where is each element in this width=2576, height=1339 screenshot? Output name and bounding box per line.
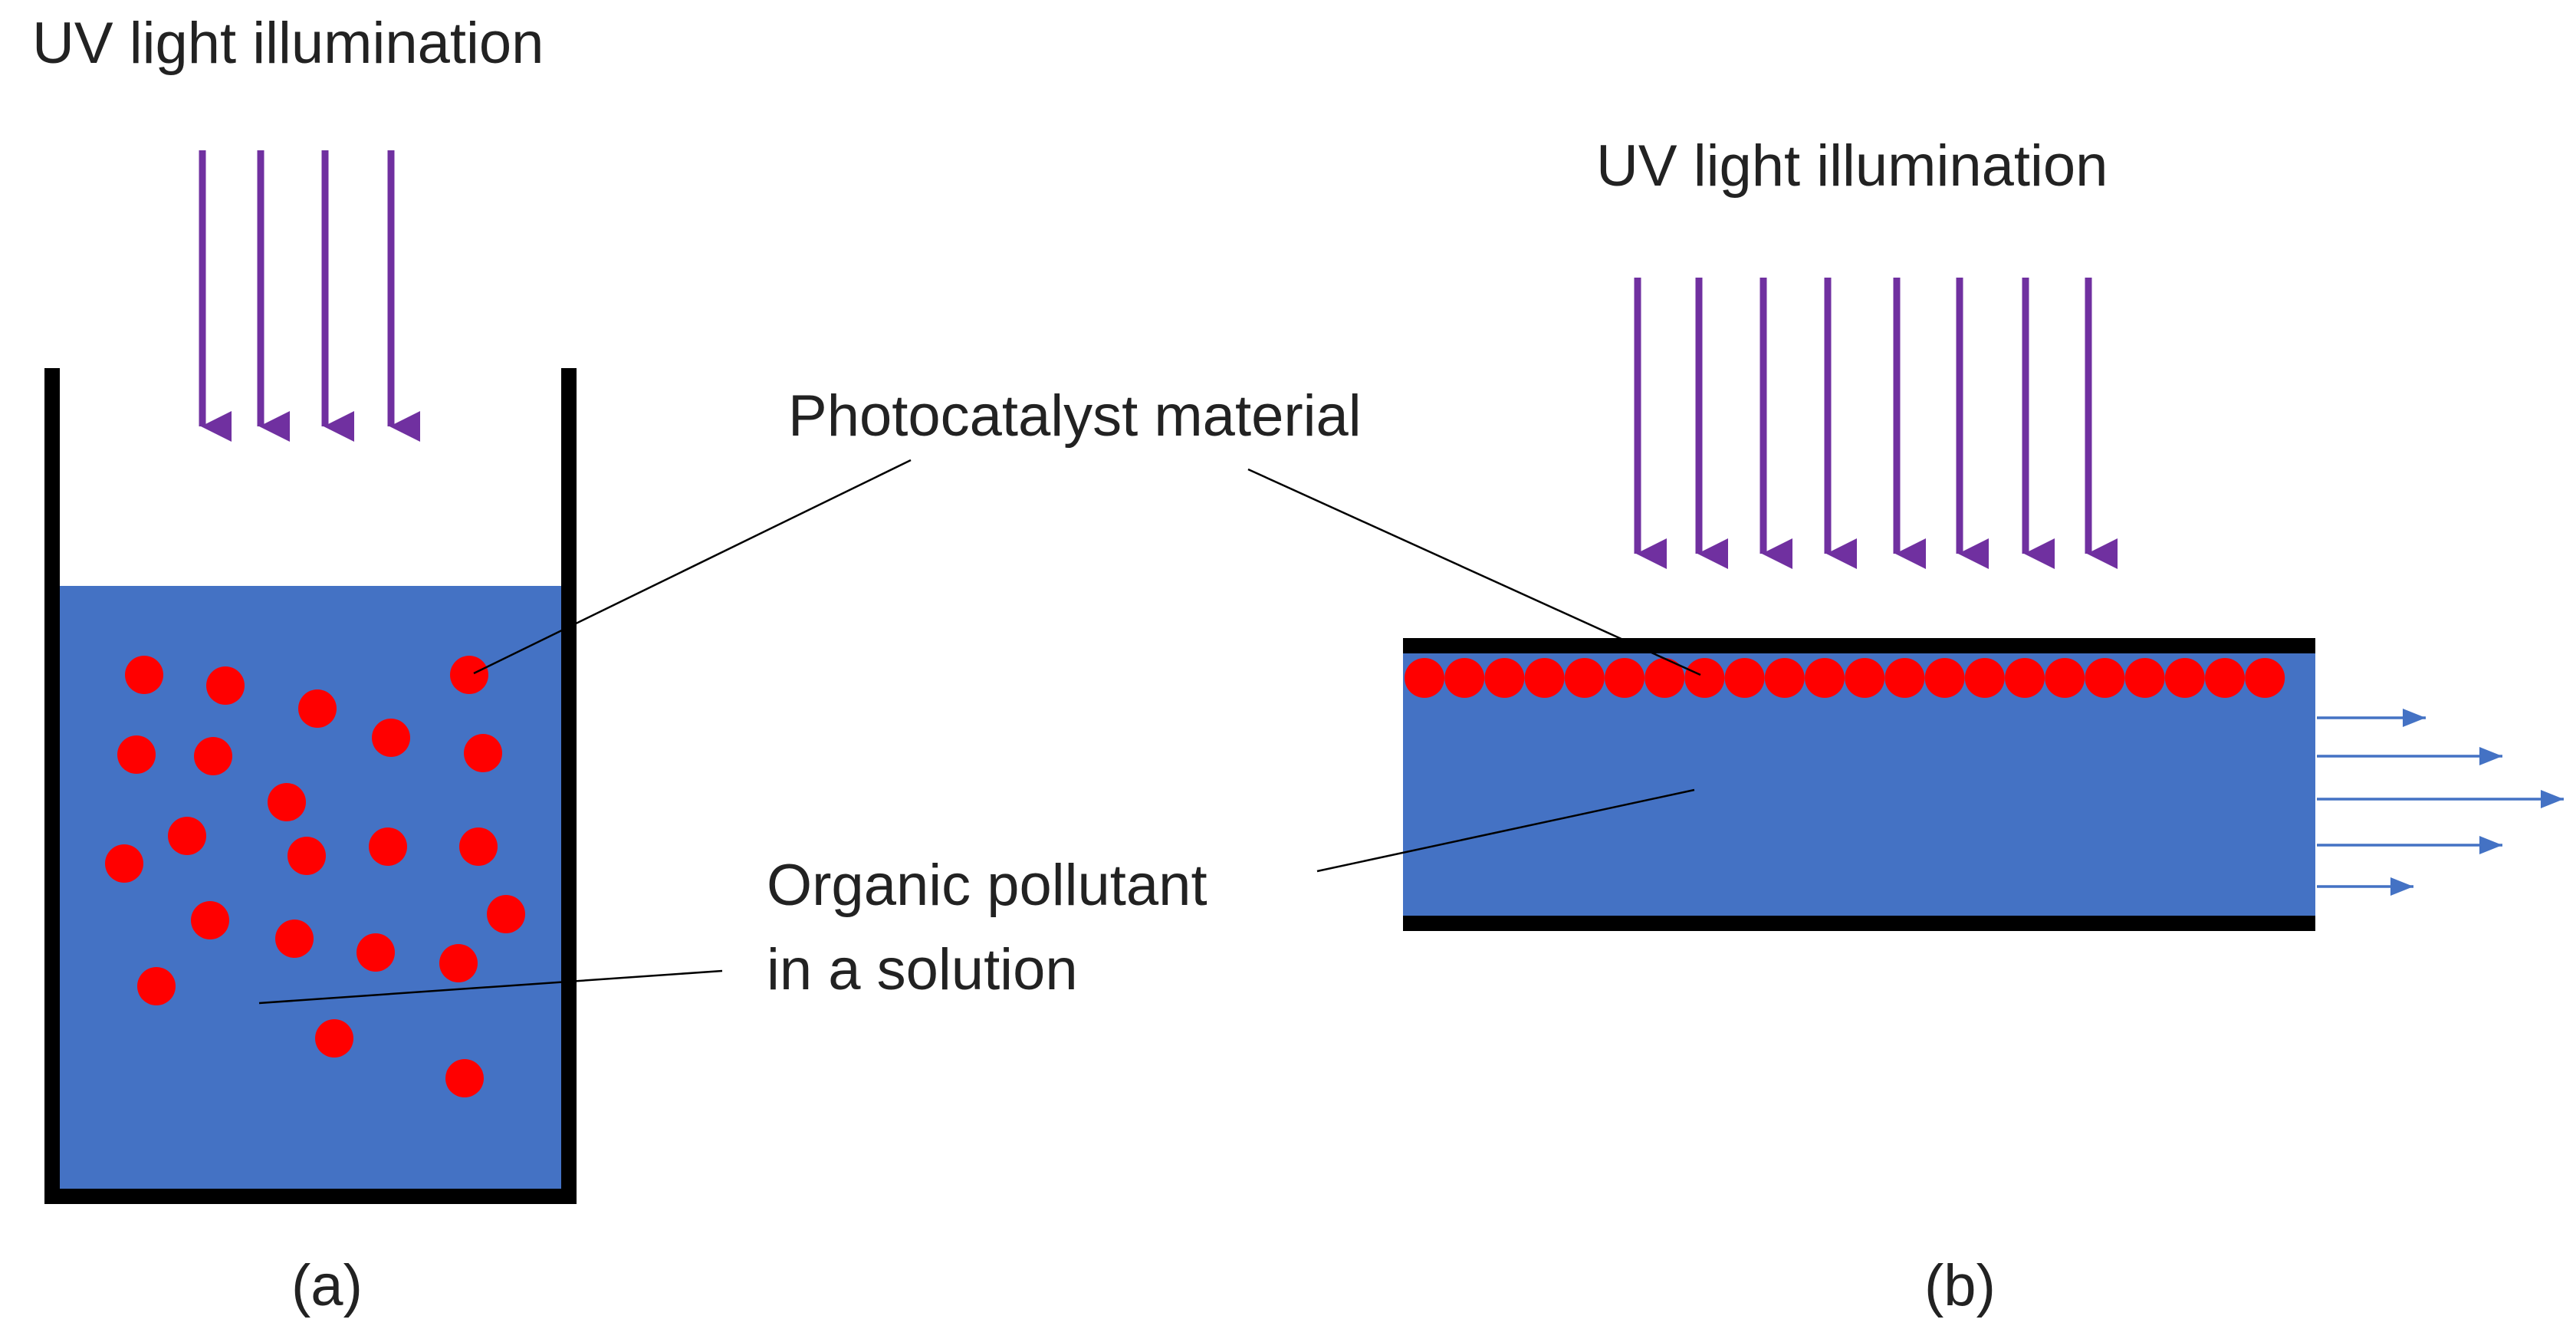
photocatalyst-particle <box>2045 658 2085 698</box>
pollutant-label-line1: Organic pollutant <box>767 853 1208 918</box>
pollutant-leader-b <box>1316 788 1695 873</box>
photocatalyst-particle <box>1805 658 1845 698</box>
pollutant-leader-a <box>258 969 723 1005</box>
photocatalyst-particle <box>1564 658 1605 698</box>
photocatalyst-particle <box>298 689 337 728</box>
photocatalyst-particle <box>2164 658 2205 698</box>
photocatalyst-particle <box>372 719 410 757</box>
photocatalyst-particle <box>1684 658 1725 698</box>
callouts: Photocatalyst material Organic pollutant… <box>258 383 1701 1005</box>
photocatalyst-particle <box>1845 658 1885 698</box>
photocatalyst-particle <box>1764 658 1805 698</box>
photocatalyst-particle <box>168 817 206 855</box>
beaker-wall <box>44 368 577 1204</box>
panel-a-uv-arrows <box>199 150 420 442</box>
panel-a-uv-label: UV light illumination <box>32 11 544 76</box>
photocatalyst-particle <box>1484 658 1525 698</box>
photocatalyst-particle <box>206 666 245 705</box>
panel-a-caption: (a) <box>291 1253 363 1318</box>
photocatalyst-particle <box>2005 658 2045 698</box>
photocatalyst-particle <box>105 844 143 883</box>
channel-bottom-wall <box>1403 916 2315 931</box>
photocatalyst-particle <box>137 967 176 1005</box>
photocatalyst-particle <box>1644 658 1685 698</box>
photocatalyst-particle <box>268 783 306 821</box>
photocatalyst-particle <box>1524 658 1565 698</box>
photocatalyst-particle <box>288 837 326 875</box>
panel-b-uv-label: UV light illumination <box>1596 133 2108 199</box>
photocatalyst-particle <box>487 895 525 933</box>
photocatalyst-particle <box>459 827 498 866</box>
photocatalyst-particle <box>2124 658 2165 698</box>
photocatalyst-label: Photocatalyst material <box>788 383 1362 449</box>
photocatalyst-particle <box>1964 658 2005 698</box>
photocatalyst-particle <box>1724 658 1765 698</box>
photocatalyst-particle <box>1444 658 1485 698</box>
panel-b-uv-arrows <box>1634 278 2118 569</box>
panel-b: UV light illumination (b) <box>1403 133 2564 1318</box>
panel-b-caption: (b) <box>1924 1253 1996 1318</box>
photocatalyst-particle <box>194 737 232 775</box>
photocatalyst-particle <box>315 1019 353 1058</box>
suspended-photocatalyst-particles <box>105 656 525 1097</box>
photocatalyst-particle <box>191 901 229 939</box>
pollutant-label-line2: in a solution <box>767 937 1078 1002</box>
photocatalyst-particle <box>439 944 478 982</box>
channel-top-wall <box>1403 638 2315 653</box>
panel-a: UV light illumination (a) <box>32 11 577 1318</box>
photocatalyst-particle <box>356 933 395 972</box>
photocatalyst-leader-b <box>1247 468 1701 676</box>
outflow-arrows <box>2317 709 2564 896</box>
photocatalyst-particle <box>1924 658 1965 698</box>
photocatalyst-particle <box>275 920 314 958</box>
photocatalyst-leader-a <box>473 459 912 675</box>
photocatalyst-particle <box>2205 658 2245 698</box>
photocatalyst-particle <box>450 656 488 694</box>
photocatalyst-particle <box>2245 658 2285 698</box>
immobilized-photocatalyst-layer <box>1405 658 2285 698</box>
photocatalyst-particle <box>464 734 502 772</box>
photocatalyst-particle <box>1884 658 1925 698</box>
photocatalyst-particle <box>369 827 407 866</box>
photocatalyst-particle <box>1405 658 1444 698</box>
photocatalyst-particle <box>125 656 163 694</box>
photocatalyst-particle <box>445 1059 484 1097</box>
photocatalyst-particle <box>117 735 156 774</box>
photocatalyst-particle <box>1605 658 1644 698</box>
photocatalyst-particle <box>2085 658 2125 698</box>
